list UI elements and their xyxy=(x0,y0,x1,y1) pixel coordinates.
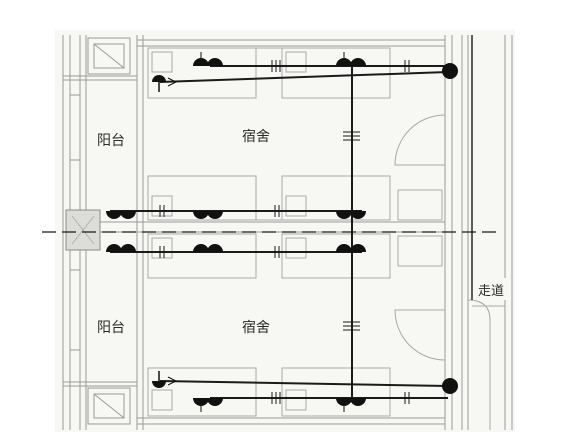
wiring xyxy=(110,35,473,402)
window-marks xyxy=(70,94,80,351)
label-dorm-top: 宿舍 xyxy=(242,128,270,145)
balcony-cabinets xyxy=(87,37,131,425)
distribution-boxes xyxy=(442,63,458,394)
corridor-label-bg xyxy=(476,278,508,300)
structural-column xyxy=(65,209,101,251)
doors xyxy=(394,114,505,430)
furniture-bottom xyxy=(147,233,391,417)
outlet-stems xyxy=(200,52,345,412)
furniture-top xyxy=(147,47,391,221)
label-balcony-bottom: 阳台 xyxy=(97,320,125,336)
label-dorm-bottom: 宿舍 xyxy=(242,319,270,336)
label-corridor: 走道 xyxy=(478,284,504,299)
wire-ticks xyxy=(159,60,410,404)
label-balcony-top: 阳台 xyxy=(97,133,125,149)
switch-symbols xyxy=(152,75,178,388)
outlet-symbols xyxy=(106,58,366,406)
drawing-area xyxy=(55,30,515,432)
